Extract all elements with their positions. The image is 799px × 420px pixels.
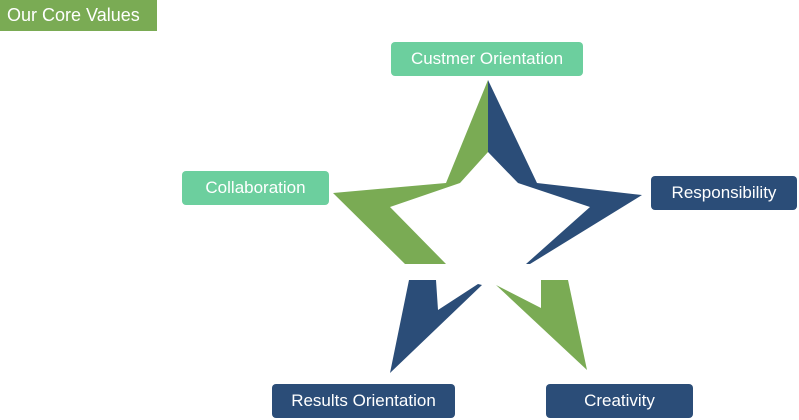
- star-left-segment: [333, 183, 460, 264]
- value-results-orientation: Results Orientation: [272, 384, 455, 418]
- star-top-left-segment: [446, 80, 488, 183]
- star-bottom-right-segment: [496, 280, 587, 370]
- diagram-title: Our Core Values: [0, 0, 157, 31]
- value-responsibility: Responsibility: [651, 176, 797, 210]
- value-collaboration: Collaboration: [182, 171, 329, 205]
- value-customer-orientation: Custmer Orientation: [391, 42, 583, 76]
- value-creativity: Creativity: [546, 384, 693, 418]
- star-top-right-segment: [488, 80, 537, 183]
- star-bottom-left-segment: [390, 280, 482, 373]
- star-right-segment: [518, 183, 642, 264]
